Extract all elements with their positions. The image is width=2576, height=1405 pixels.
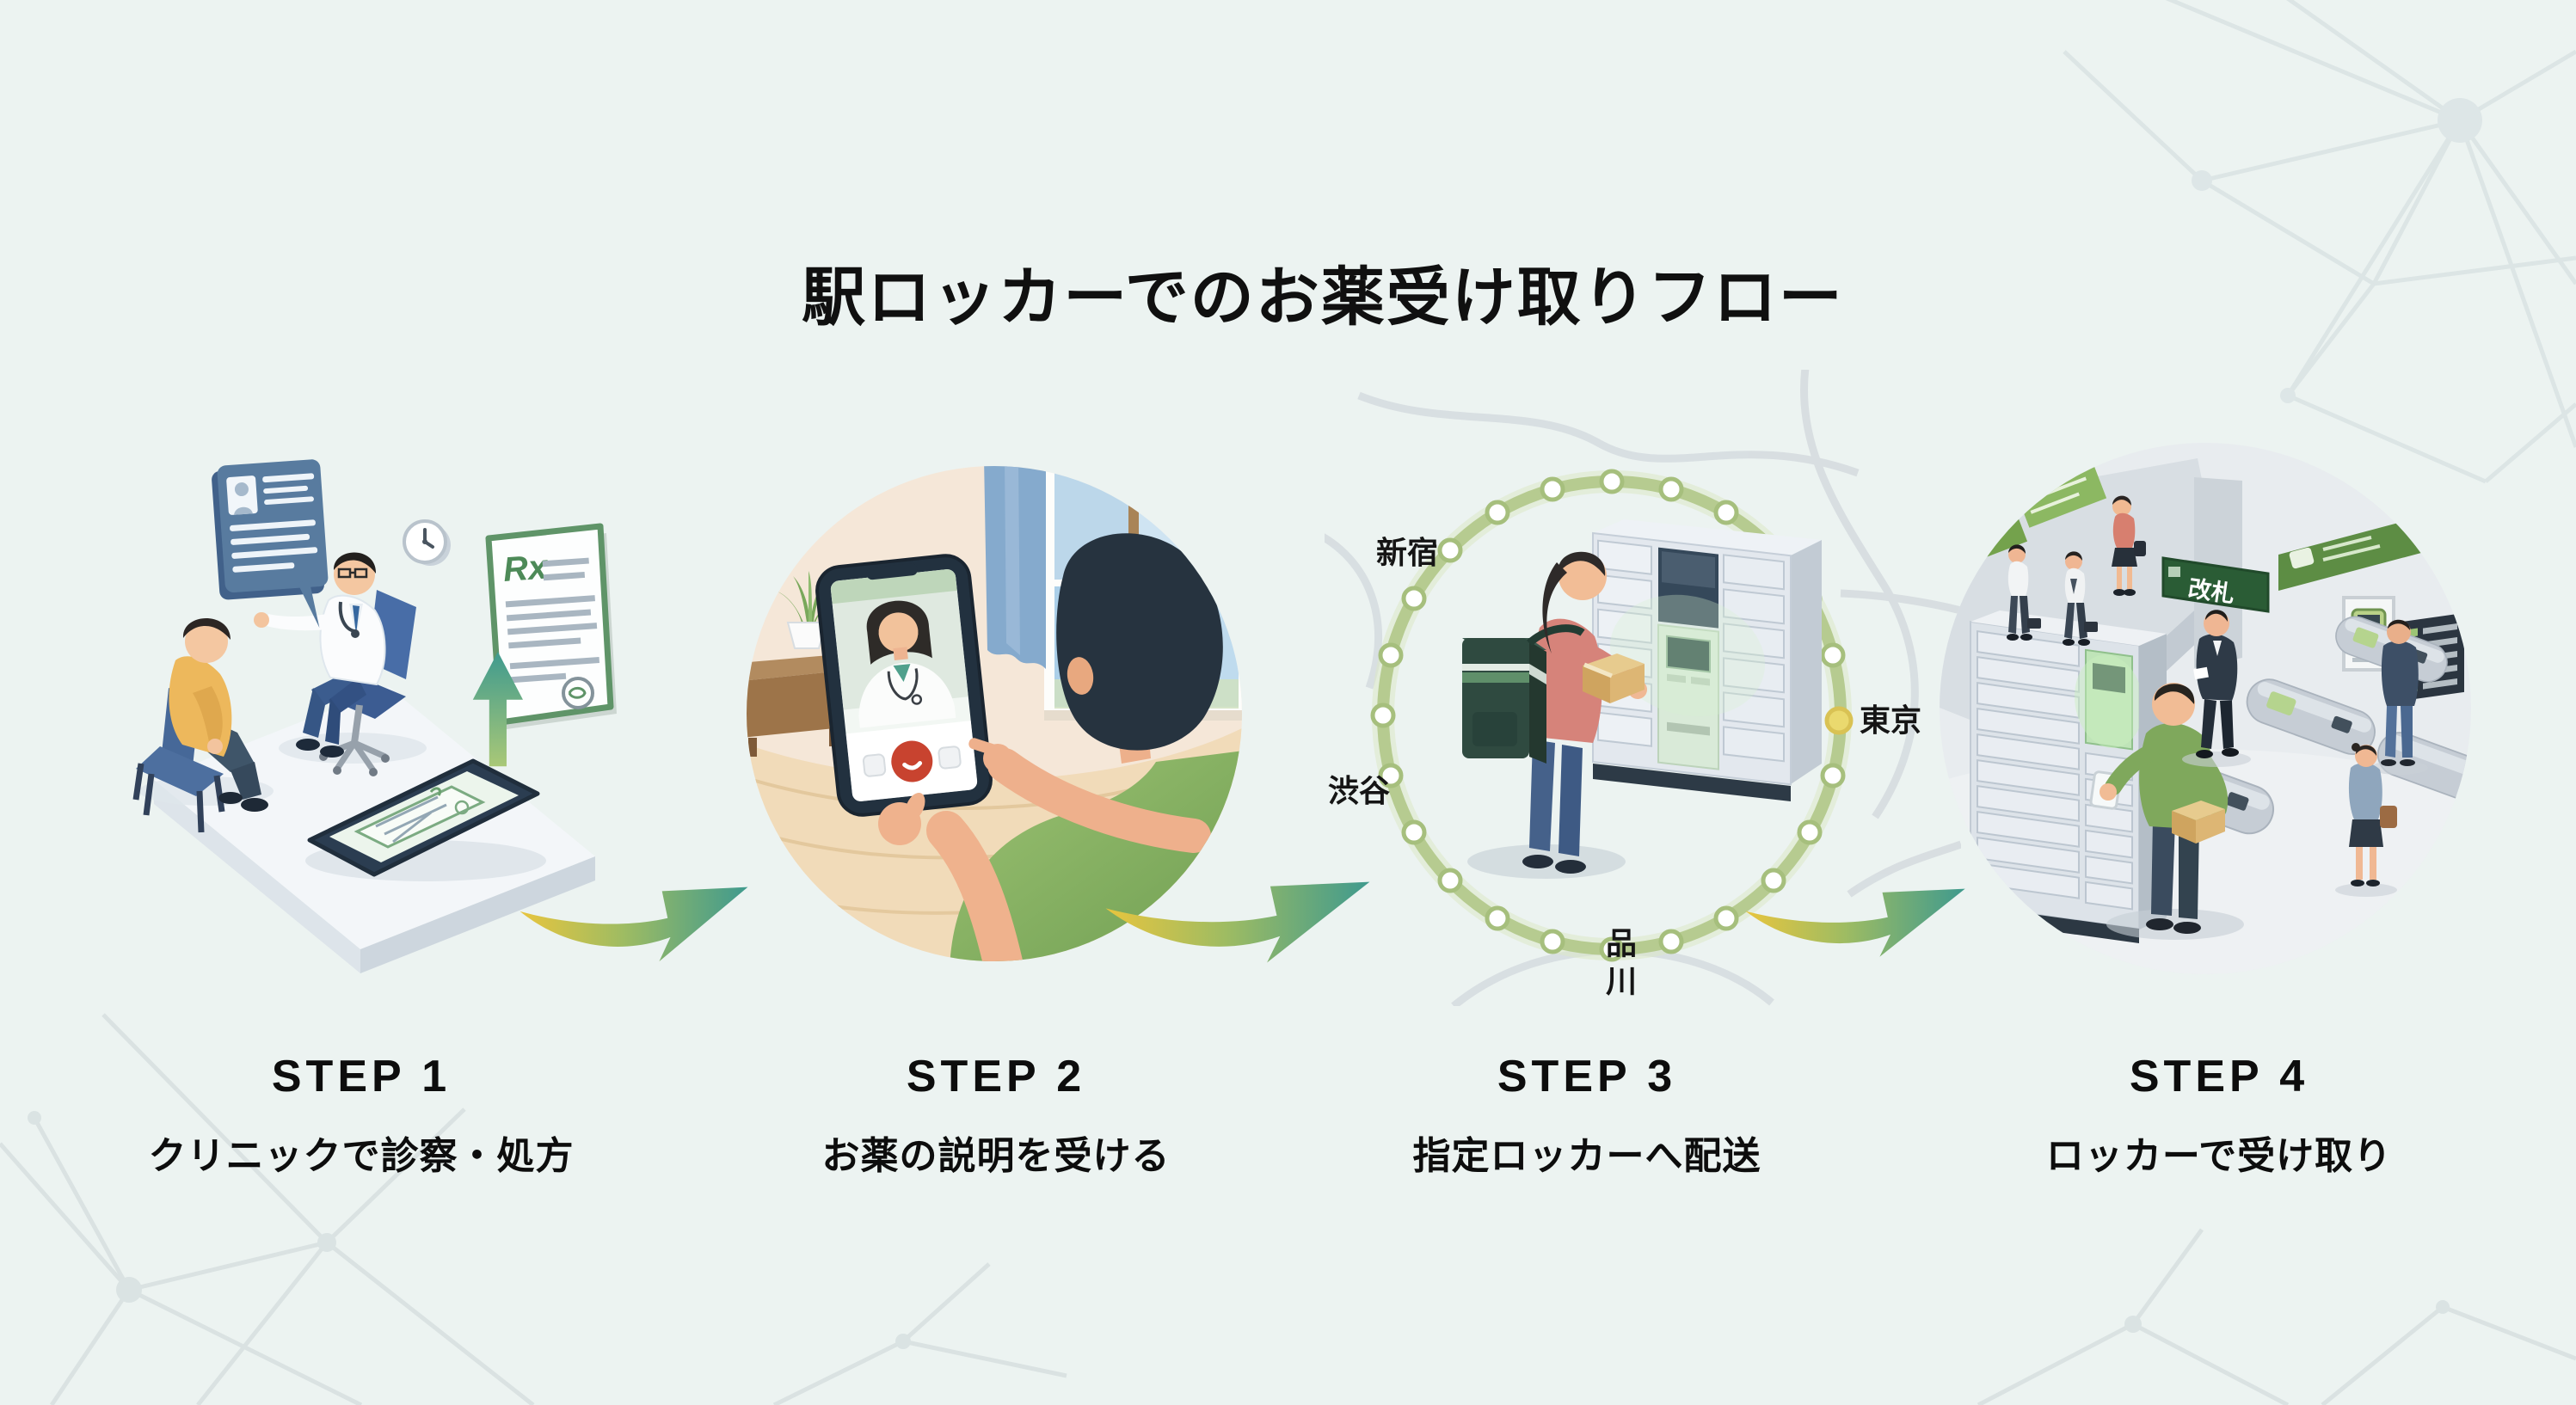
curtain — [984, 466, 1046, 669]
patient-record-speech-bubble — [212, 459, 329, 629]
departures-green-sign — [2278, 517, 2421, 591]
background-rail-lines — [1325, 370, 1961, 1006]
seal-stamp-icon — [562, 677, 594, 709]
kiosk-screen — [1666, 635, 1711, 673]
step1-label-block: STEP 1 クリニックで診察・処方 — [149, 1051, 575, 1180]
parcel-box — [1583, 653, 1645, 703]
call-option-button — [862, 753, 887, 777]
courier-figure — [1462, 551, 1647, 879]
doctor-tie — [353, 605, 360, 635]
patient-from-behind — [926, 533, 1242, 961]
step2-label-block: STEP 2 お薬の説明を受ける — [822, 1051, 1171, 1180]
step2-number: STEP 2 — [906, 1052, 1086, 1101]
step3-description: 指定ロッカーへ配送 — [1412, 1135, 1761, 1177]
train-icon — [2289, 547, 2315, 569]
ticket-gates — [2133, 616, 2471, 835]
station-label-tokyo: 東京 — [1860, 702, 1921, 738]
station-label-shibuya: 渋谷 — [1328, 773, 1390, 808]
man-at-gate-figure — [2370, 619, 2428, 775]
doctor-hair — [333, 552, 377, 574]
step4-label-block: STEP 4 ロッカーで受け取り — [2046, 1051, 2392, 1180]
network-lines-top-right — [2063, 0, 2576, 484]
network-nodes-top-right — [2192, 98, 2482, 403]
station-label-shinagawa: 品川 — [1602, 927, 1637, 1003]
end-call-button — [891, 740, 933, 782]
step1-number: STEP 1 — [271, 1052, 452, 1101]
flow-arrow-3 — [1745, 888, 1965, 957]
locker-slots-right — [1723, 554, 1785, 763]
kaisatsu-sign-text: 改札 — [2186, 575, 2236, 607]
smartphone-video-call — [815, 554, 993, 817]
page-title: 駅ロッカーでのお薬受け取りフロー — [802, 261, 1844, 333]
tokyo-station-dot — [1824, 706, 1854, 735]
illustration-step1-clinic: Rx — [86, 404, 654, 997]
prescription-document: Rx — [485, 523, 617, 729]
step3-number: STEP 3 — [1497, 1052, 1677, 1101]
courier-ponytail — [1542, 562, 1567, 653]
network-nodes-bottom-left — [28, 1111, 2450, 1349]
doctor-figure — [254, 552, 386, 758]
illustration-step4-station-pickup: 改札 — [1940, 443, 2471, 974]
record-text-lines — [230, 473, 318, 573]
ticket-gate-sign: 改札 — [2161, 556, 2270, 613]
step4-description: ロッカーで受け取り — [2045, 1135, 2393, 1177]
bag-icon — [2134, 541, 2146, 556]
woman-with-bag-figure — [2335, 743, 2397, 897]
smartphone-with-prescription — [305, 758, 546, 881]
locker-slots — [1977, 629, 2080, 899]
prescription-text-lines — [505, 557, 600, 684]
step1-description: クリニックで診察・処方 — [148, 1135, 575, 1177]
station-label-shinjuku: 新宿 — [1376, 535, 1438, 570]
parcel-box — [2172, 801, 2225, 844]
clock-icon — [403, 519, 451, 566]
step4-number: STEP 4 — [2129, 1052, 2309, 1101]
kiosk-screen — [2093, 662, 2125, 694]
businessman-figure — [2182, 610, 2251, 767]
upload-up-arrow-icon — [472, 652, 523, 767]
call-option-button — [938, 745, 962, 770]
briefcase-icon — [2027, 618, 2041, 629]
patient-hair — [1056, 533, 1223, 751]
handbag-icon — [2380, 806, 2397, 828]
walking-commuters — [2007, 495, 2146, 646]
courier-hair — [1558, 551, 1606, 576]
step2-description: お薬の説明を受ける — [821, 1135, 1171, 1177]
flow-arrow-1 — [520, 887, 748, 962]
stethoscope-icon — [911, 694, 923, 705]
delivery-backpack — [1462, 624, 1585, 764]
pickup-man-figure — [2089, 683, 2244, 940]
glasses-icon — [337, 568, 368, 579]
patient-hair — [182, 618, 231, 640]
hands — [878, 738, 1211, 853]
pointing-finger — [968, 738, 999, 756]
illustration-step3-delivery-map: 新宿 渋谷 東京 — [1325, 370, 1961, 1006]
rx-symbol: Rx — [502, 548, 550, 589]
network-lines-bottom-left — [0, 1013, 2576, 1405]
potted-plant-icon — [778, 571, 839, 649]
patient-figure — [169, 618, 268, 812]
flow-arrow-2 — [1105, 881, 1370, 963]
illustration-step2-video-call — [747, 466, 1242, 961]
step3-label-block: STEP 3 指定ロッカーへ配送 — [1413, 1051, 1761, 1180]
stethoscope-icon — [351, 629, 360, 638]
